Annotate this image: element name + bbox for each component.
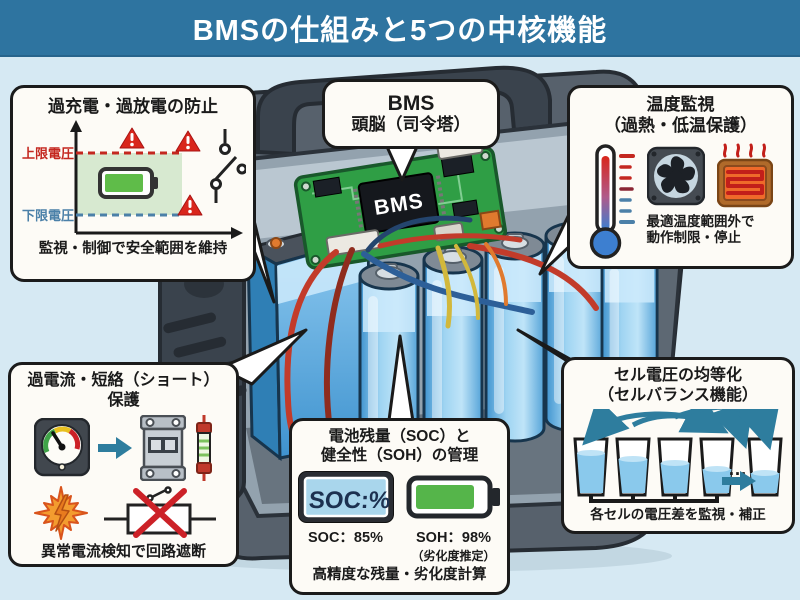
cup-icon: [573, 437, 609, 497]
capacitor: [479, 209, 502, 231]
lightning-burst-icon: [33, 486, 88, 540]
ic-chip: [451, 199, 479, 219]
cup-icon: [615, 437, 651, 497]
page-title: BMSの仕組みと5つの中核機能: [192, 14, 608, 47]
bms-sublabel: 頭脳（司令塔）: [351, 115, 471, 135]
upper-limit-label: 上限電圧: [22, 146, 74, 161]
callout-caption: 高精度な残量・劣化度計算: [312, 566, 487, 583]
callout-title: 温度監視: [646, 95, 715, 114]
gauge-icon: [33, 418, 90, 477]
wire-yellow: [435, 245, 453, 329]
wire-red: [377, 233, 523, 249]
callout-title: 過充電・過放電の防止: [48, 97, 218, 116]
lcd-text: SOC:%: [307, 487, 390, 514]
cup-connectors: [589, 493, 719, 503]
callout-title: 保護: [107, 392, 140, 409]
warning-triangle-icon: [119, 127, 145, 149]
callout-cell-balancing: セル電圧の均等化 （セルバランス機能）: [561, 357, 795, 534]
lcd-display-icon: SOC:%: [297, 470, 394, 523]
warning-triangle-icon: [175, 130, 201, 152]
callout-title: セル電圧の均等化: [613, 367, 742, 384]
battery-icon: [98, 167, 158, 200]
wire-yellow: [454, 244, 480, 320]
callout-overcharge-protection: 過充電・過放電の防止 上限電圧 下限電圧: [10, 85, 256, 282]
soh-note: （劣化度推定）: [411, 548, 496, 563]
fuse-icon: [195, 415, 212, 481]
callout-title: 電池残量（SOC）と: [328, 428, 471, 445]
callout-overcurrent-protection: 過電流・短絡（ショート） 保護: [8, 362, 239, 567]
cup-icon: [657, 437, 693, 497]
callout-caption: 監視・制御で安全範囲を維持: [38, 241, 228, 258]
wire-red: [467, 243, 599, 311]
callout-caption: 最適温度範囲外で: [646, 213, 755, 229]
bms-label: BMS: [387, 92, 435, 116]
callout-title: 健全性（SOH）の管理: [320, 447, 479, 465]
breaker-icon: [139, 415, 186, 481]
warning-triangle-icon: [177, 194, 203, 216]
callout-caption: 動作制限・停止: [646, 229, 742, 245]
fan-icon: [646, 146, 705, 205]
soh-value: SOH：98%: [416, 529, 491, 546]
thermometer-icon: [589, 143, 635, 259]
callout-bms-brain: BMS 頭脳（司令塔）: [322, 79, 500, 149]
soc-value: SOC：85%: [308, 529, 383, 546]
wire-dark-red: [324, 247, 355, 433]
voltage-range-chart: 上限電圧 下限電圧: [22, 120, 246, 240]
callout-title: （セルバランス機能）: [598, 387, 758, 404]
open-switch-icon: [210, 129, 246, 204]
wire-blue: [365, 215, 473, 253]
wire-blue: [361, 251, 535, 315]
title-banner: BMSの仕組みと5つの中核機能: [0, 0, 800, 57]
callout-temperature-monitoring: 温度監視 （過熱・低温保護）: [567, 85, 794, 269]
arrow-right-icon: [722, 471, 756, 491]
axis-arrow-up: [70, 120, 82, 133]
lower-limit-label: 下限電圧: [22, 208, 74, 223]
arrow-right-icon: [97, 437, 132, 459]
battery-health-icon: [406, 475, 500, 519]
cup-icon: [747, 437, 783, 497]
callout-caption: 各セルの電圧差を監視・補正: [590, 507, 766, 522]
balance-cups-diagram: …: [573, 409, 783, 503]
balance-arrows-icon: [582, 409, 780, 451]
ic-chip: [312, 176, 342, 198]
callout-title: （過熱・低温保護）: [604, 116, 757, 136]
wire-orange: [484, 242, 508, 306]
circuit-cut-icon: [103, 486, 216, 538]
callout-soc-soh-management: 電池残量（SOC）と 健全性（SOH）の管理 SOC:% SOC：85% SOH…: [289, 418, 510, 595]
callout-title: 過電流・短絡（ショート）: [27, 372, 220, 389]
axis-arrow-right: [231, 227, 243, 240]
callout-caption: 異常電流検知で回路遮断: [40, 543, 206, 560]
heater-icon: [716, 143, 773, 207]
